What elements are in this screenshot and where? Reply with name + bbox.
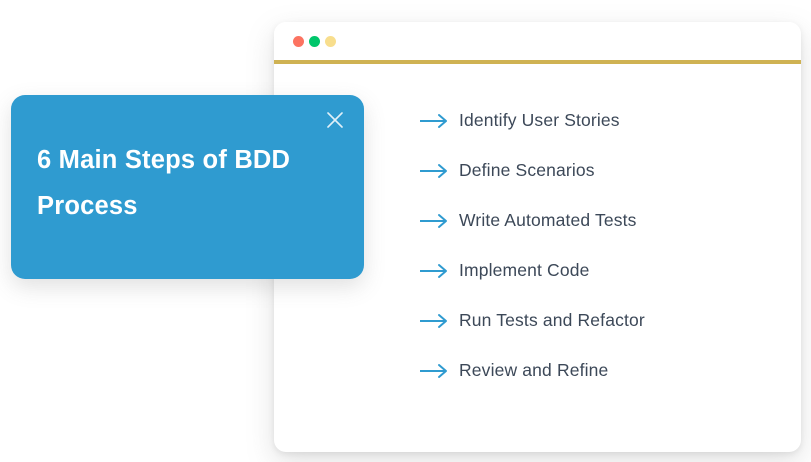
list-item-label: Review and Refine [459, 360, 609, 381]
promo-title-line-2: Process [37, 192, 138, 220]
list-item[interactable]: Run Tests and Refactor [420, 296, 790, 346]
list-item-label: Implement Code [459, 260, 590, 281]
arrow-right-icon [420, 163, 450, 179]
maximize-dot[interactable] [325, 35, 336, 47]
list-item[interactable]: Review and Refine [420, 346, 790, 396]
arrow-right-icon [420, 213, 450, 229]
list-item[interactable]: Define Scenarios [420, 146, 790, 196]
close-icon[interactable] [322, 107, 348, 133]
list-item[interactable]: Write Automated Tests [420, 196, 790, 246]
minimize-dot[interactable] [309, 35, 320, 47]
arrow-right-icon [420, 313, 450, 329]
list-item-label: Run Tests and Refactor [459, 310, 645, 331]
promo-card: 6 Main Steps of BDD Process [11, 95, 364, 279]
list-item-label: Identify User Stories [459, 110, 620, 131]
list-item[interactable]: Identify User Stories [420, 96, 790, 146]
promo-card-title: 6 Main Steps of BDD Process [37, 137, 304, 229]
close-dot[interactable] [293, 35, 304, 47]
window-titlebar [274, 22, 801, 60]
promo-title-line-1: 6 Main Steps of BDD [37, 146, 291, 174]
titlebar-accent-rule [274, 60, 801, 64]
list-item-label: Define Scenarios [459, 160, 595, 181]
arrow-right-icon [420, 263, 450, 279]
steps-list: Identify User Stories Define Scenarios [420, 96, 790, 396]
list-item[interactable]: Implement Code [420, 246, 790, 296]
arrow-right-icon [420, 113, 450, 129]
arrow-right-icon [420, 363, 450, 379]
list-item-label: Write Automated Tests [459, 210, 637, 231]
